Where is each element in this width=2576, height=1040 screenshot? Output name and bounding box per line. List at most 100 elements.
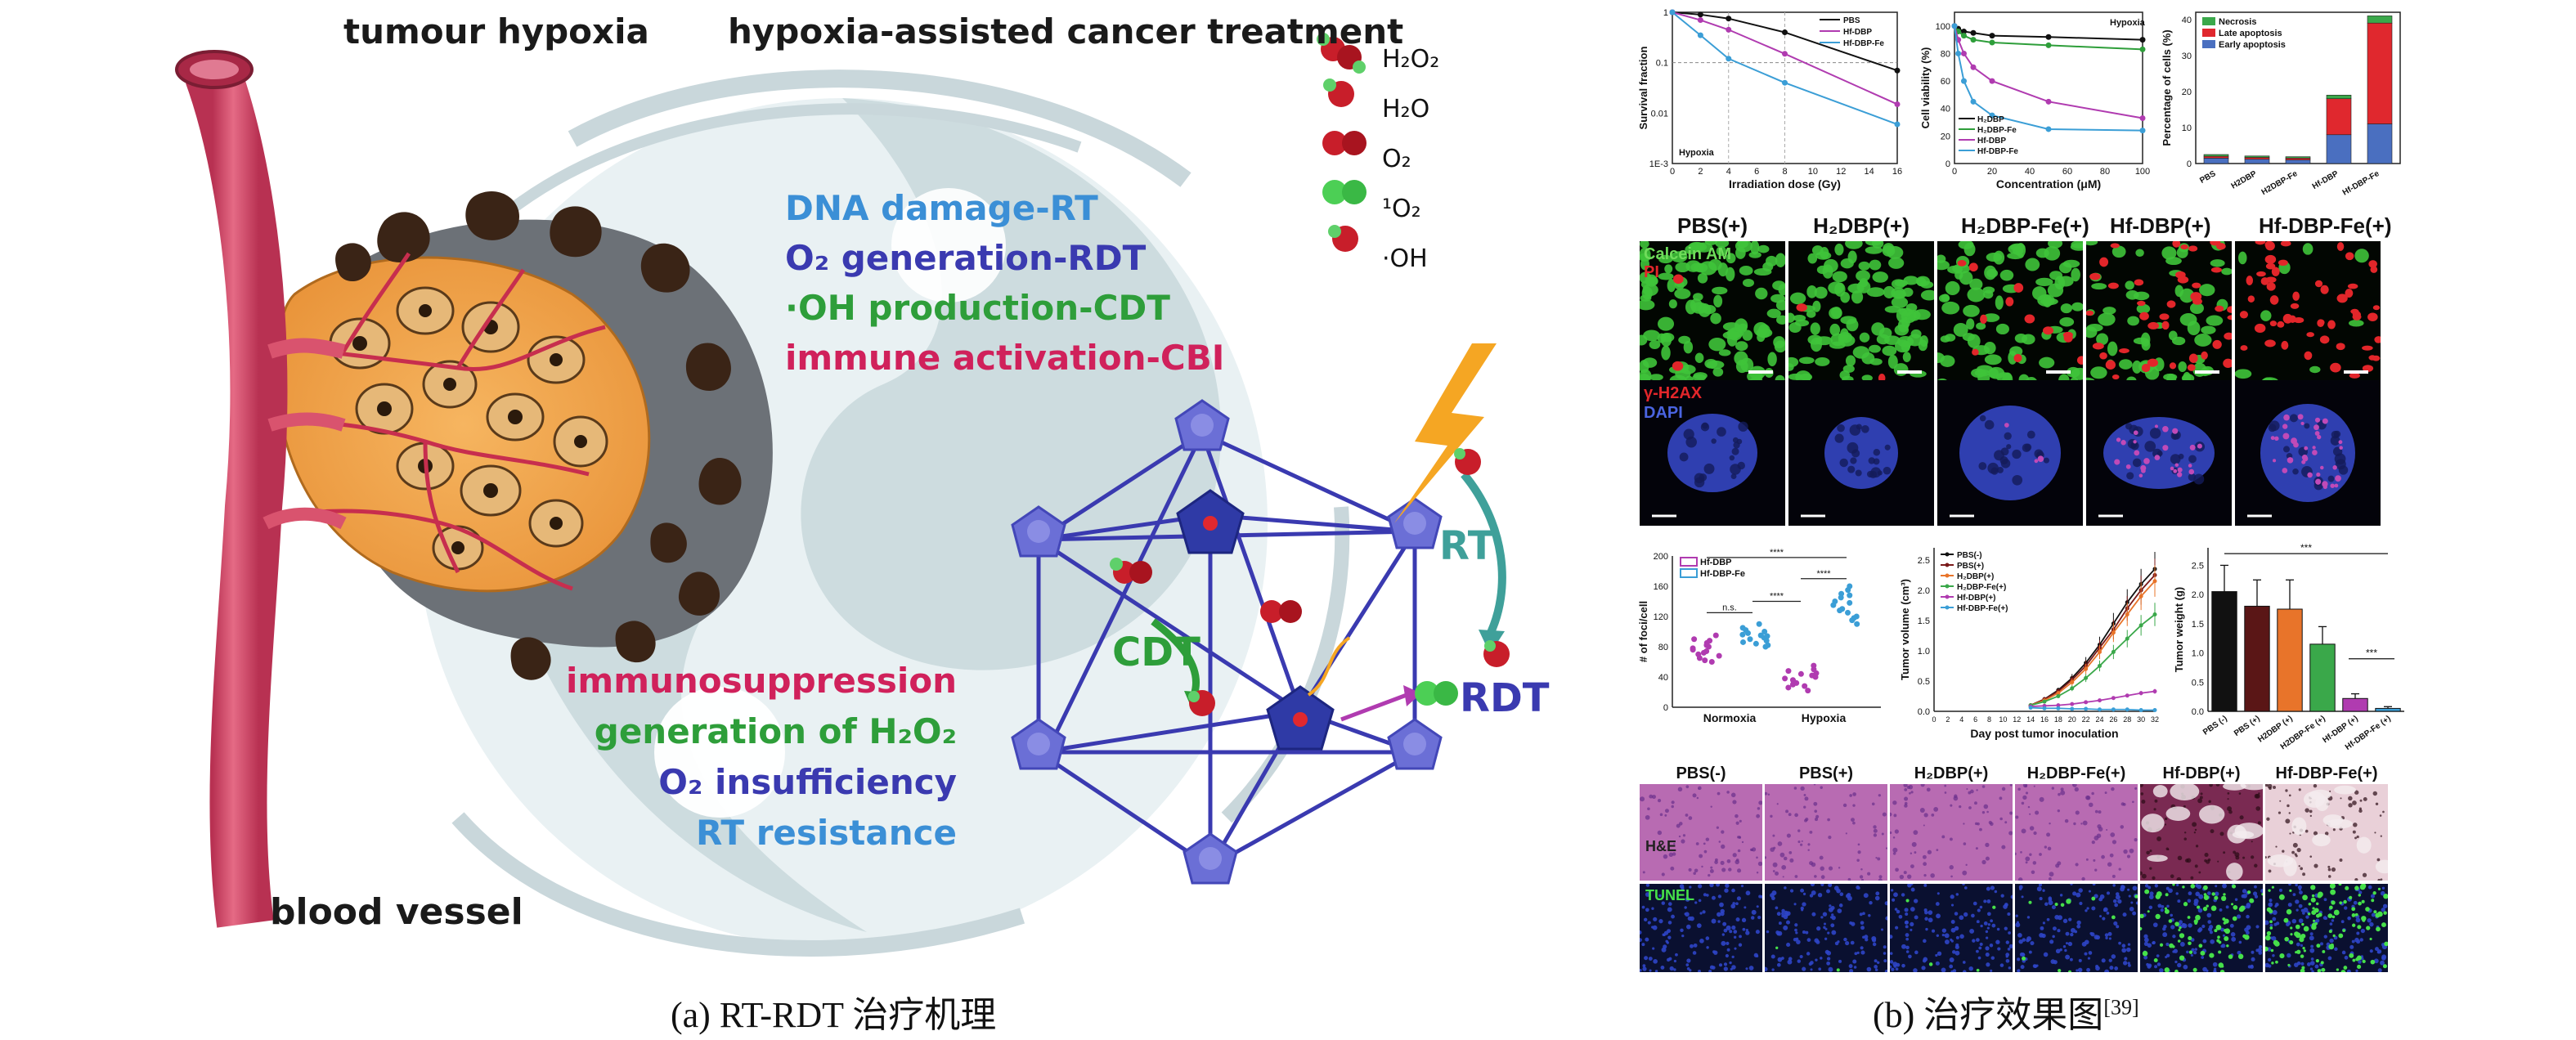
tissue-texture [2198, 871, 2201, 874]
nucleus-dot [2377, 968, 2382, 972]
tissue-texture [1828, 866, 1833, 871]
tissue-texture [1878, 878, 1883, 881]
nucleus-dot [1854, 952, 1858, 956]
data-point [1707, 638, 1713, 644]
data-point [2152, 579, 2157, 584]
nucleus-dot [1935, 961, 1940, 966]
apoptotic-cell [2339, 901, 2342, 905]
tissue-texture [1765, 791, 1768, 796]
y-tick-label: 40 [1941, 105, 1950, 114]
tissue-texture [1749, 848, 1753, 851]
nucleus-dot [2042, 889, 2045, 892]
nucleus-dot [2360, 928, 2366, 934]
nucleus-dot [2094, 935, 2099, 939]
apoptotic-cell [2111, 915, 2116, 920]
nucleus-dot [1936, 951, 1942, 957]
nucleus-dot [1905, 912, 1909, 917]
nucleus-dot [1641, 943, 1645, 947]
tissue-texture [2107, 862, 2112, 867]
nucleus-dot [2156, 954, 2160, 957]
nucleus-dot [2186, 950, 2189, 954]
nucleus-dot [2062, 918, 2068, 924]
nucleus-dot [2212, 962, 2218, 967]
dead-cell [2372, 305, 2381, 311]
nucleus-dot [1923, 908, 1928, 912]
nucleus-dot [2154, 884, 2158, 888]
dead-cell [2172, 241, 2181, 248]
dead-cell [2265, 262, 2276, 270]
nucleus-dot [1941, 933, 1945, 937]
tissue-texture [1757, 861, 1762, 867]
apoptotic-cell [2214, 929, 2218, 933]
live-cell [1726, 253, 1736, 264]
nucleolus [1869, 470, 1878, 478]
nucleolus [1884, 444, 1891, 451]
nucleus-dot [1673, 959, 1676, 963]
hydroxyl-radical-icon [1328, 225, 1358, 252]
y-tick-label: 1E-3 [1649, 159, 1668, 169]
live-cell [2210, 259, 2225, 267]
nucleus-dot [2183, 964, 2188, 970]
dead-cell [2317, 319, 2325, 328]
data-point [1765, 642, 1771, 648]
tissue-texture [1728, 867, 1732, 872]
tissue-texture [1668, 852, 1674, 858]
tissue-texture [2058, 792, 2061, 796]
apoptotic-cell [2091, 896, 2096, 901]
apoptotic-cell [2301, 922, 2304, 926]
nucleus-dot [1972, 901, 1977, 906]
live-cell [2062, 259, 2080, 268]
nucleus-dot [1884, 969, 1887, 972]
nucleolus [2000, 459, 2011, 468]
tissue-texture [1640, 796, 1645, 802]
apoptotic-cell [2311, 894, 2315, 898]
data-point [1961, 50, 1967, 56]
live-cell [1685, 260, 1702, 272]
nucleus-dot [2112, 899, 2117, 903]
mechanism-item: O₂ generation-RDT [785, 238, 1147, 278]
nucleus-dot [1905, 933, 1910, 937]
tissue-texture [2049, 872, 2054, 877]
tissue-texture [2072, 784, 2075, 786]
nucleus-dot [2295, 899, 2300, 904]
x-tick-label: 20 [1987, 167, 1997, 177]
tissue-texture [1800, 786, 1805, 791]
nucleus-dot [2107, 931, 2112, 936]
live-cell [1845, 355, 1856, 367]
nucleus-dot [2295, 884, 2298, 887]
data-point [2070, 679, 2075, 684]
legend-label: Late apoptosis [2219, 29, 2282, 38]
apoptotic-cell [2028, 900, 2032, 904]
tissue-texture [1873, 828, 1878, 833]
live-cell [1891, 296, 1909, 308]
tissue-texture [1645, 814, 1650, 820]
foci [2297, 414, 2304, 420]
tissue-texture [1664, 809, 1669, 814]
legend-label: Hf-DBP-Fe [1843, 39, 1884, 48]
tissue-texture [1966, 787, 1968, 790]
tissue-texture [1672, 852, 1676, 856]
live-cell [2302, 243, 2313, 255]
foci [2154, 424, 2159, 428]
live-cell [1750, 241, 1760, 255]
dead-cell [2352, 311, 2362, 318]
live-cell [1839, 370, 1851, 380]
dead-cell [2290, 303, 2300, 309]
tissue-texture [1776, 803, 1779, 805]
nucleus-dot [2177, 899, 2181, 903]
nucleus-dot [2070, 932, 2074, 937]
tissue-texture [1922, 854, 1927, 859]
nucleus-dot [2172, 935, 2176, 939]
apoptotic-cell [2352, 923, 2356, 927]
nucleus-dot [1793, 937, 1797, 942]
live-cell [1658, 316, 1675, 331]
foci [2313, 424, 2319, 431]
foci [2282, 424, 2288, 429]
nucleus-dot [2106, 891, 2110, 895]
y-tick-label: 0.1 [1656, 59, 1668, 69]
nucleolus [1730, 473, 1737, 480]
tissue-texture [2374, 832, 2376, 834]
apoptotic-cell [2232, 916, 2237, 921]
nucleus-dot [2108, 958, 2112, 962]
category-label: PBS (+) [2233, 714, 2262, 738]
